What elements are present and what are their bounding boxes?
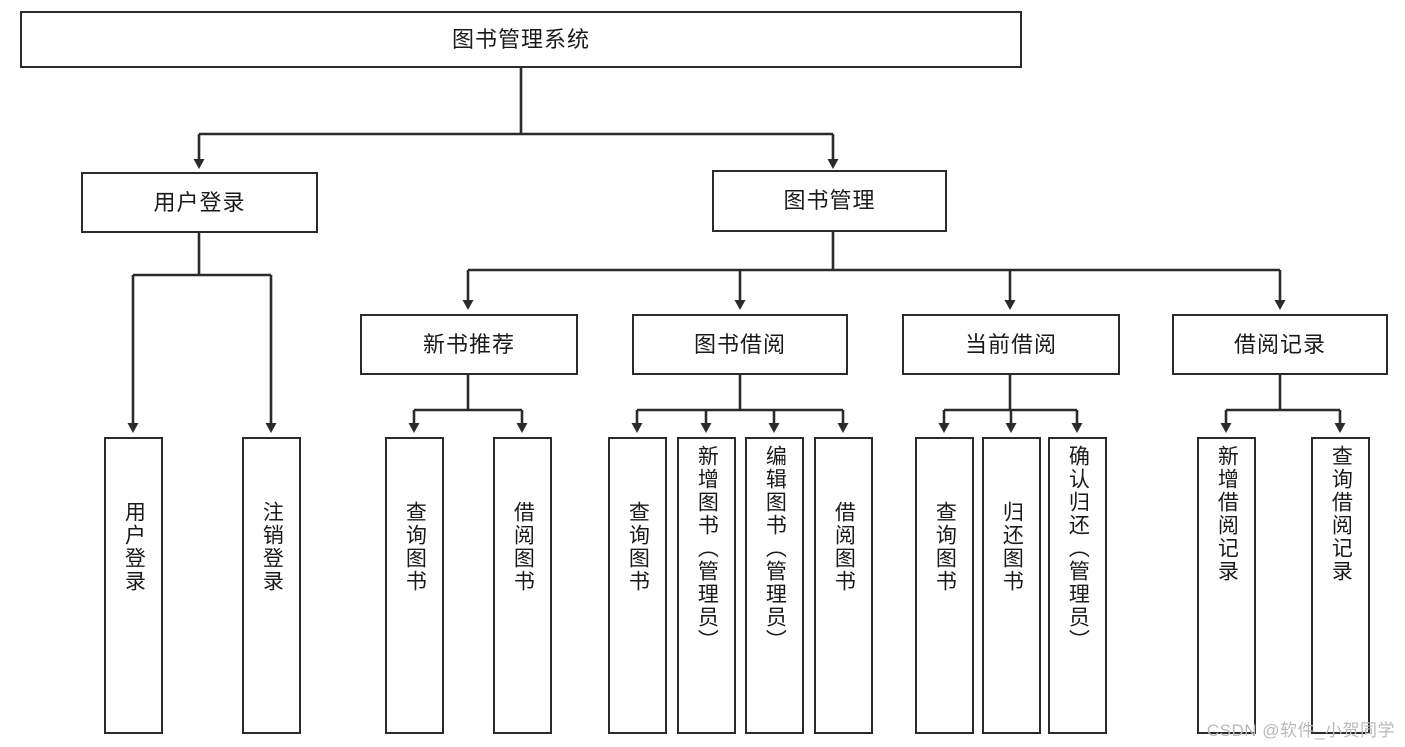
node-root-library-system[interactable]: 图书管理系统 — [20, 11, 1022, 68]
node-leaf-add-borrow-record[interactable]: 新增借阅记录 — [1197, 437, 1256, 734]
node-leaf-borrow-book-label: 借阅图书 — [832, 501, 856, 593]
node-new-book-recommend[interactable]: 新书推荐 — [360, 314, 578, 375]
csdn-watermark: CSDN @软件_小贺同学 — [1206, 721, 1395, 740]
node-current-borrow[interactable]: 当前借阅 — [902, 314, 1120, 375]
node-leaf-query-book-current[interactable]: 查询图书 — [915, 437, 974, 734]
node-book-management[interactable]: 图书管理 — [712, 170, 947, 232]
node-leaf-query-book-borrow-label: 查询图书 — [626, 501, 650, 593]
node-book-borrow[interactable]: 图书借阅 — [632, 314, 848, 375]
node-leaf-confirm-return-admin[interactable]: 确认归还（管理员） — [1048, 437, 1107, 734]
node-leaf-borrow-book-recommend-label: 借阅图书 — [511, 501, 535, 593]
node-leaf-query-borrow-record-label: 查询借阅记录 — [1329, 445, 1353, 583]
node-leaf-confirm-return-admin-label: 确认归还（管理员） — [1066, 445, 1090, 652]
node-borrow-record[interactable]: 借阅记录 — [1172, 314, 1388, 375]
node-leaf-query-borrow-record[interactable]: 查询借阅记录 — [1311, 437, 1370, 734]
node-leaf-edit-book-admin[interactable]: 编辑图书（管理员） — [745, 437, 804, 734]
node-leaf-return-book[interactable]: 归还图书 — [982, 437, 1041, 734]
node-leaf-add-borrow-record-label: 新增借阅记录 — [1215, 445, 1239, 583]
node-leaf-query-book-recommend-label: 查询图书 — [403, 501, 427, 593]
node-leaf-borrow-book[interactable]: 借阅图书 — [814, 437, 873, 734]
node-borrow-record-label: 借阅记录 — [1233, 331, 1326, 357]
node-root-label: 图书管理系统 — [451, 26, 590, 52]
node-book-management-label: 图书管理 — [783, 188, 876, 214]
node-new-book-recommend-label: 新书推荐 — [422, 331, 515, 357]
node-leaf-user-login-label: 用户登录 — [122, 501, 146, 593]
node-leaf-logout-label: 注销登录 — [260, 501, 284, 593]
node-book-borrow-label: 图书借阅 — [693, 331, 786, 357]
node-user-login[interactable]: 用户登录 — [81, 172, 318, 233]
node-leaf-add-book-admin[interactable]: 新增图书（管理员） — [677, 437, 736, 734]
node-leaf-edit-book-admin-label: 编辑图书（管理员） — [763, 445, 787, 652]
node-leaf-borrow-book-recommend[interactable]: 借阅图书 — [493, 437, 552, 734]
node-leaf-return-book-label: 归还图书 — [1000, 501, 1024, 593]
node-leaf-query-book-borrow[interactable]: 查询图书 — [608, 437, 667, 734]
node-current-borrow-label: 当前借阅 — [964, 331, 1057, 357]
node-leaf-logout[interactable]: 注销登录 — [242, 437, 301, 734]
node-leaf-query-book-recommend[interactable]: 查询图书 — [385, 437, 444, 734]
node-leaf-add-book-admin-label: 新增图书（管理员） — [695, 445, 719, 652]
node-leaf-query-book-current-label: 查询图书 — [933, 501, 957, 593]
node-user-login-label: 用户登录 — [153, 189, 246, 215]
node-leaf-user-login[interactable]: 用户登录 — [104, 437, 163, 734]
